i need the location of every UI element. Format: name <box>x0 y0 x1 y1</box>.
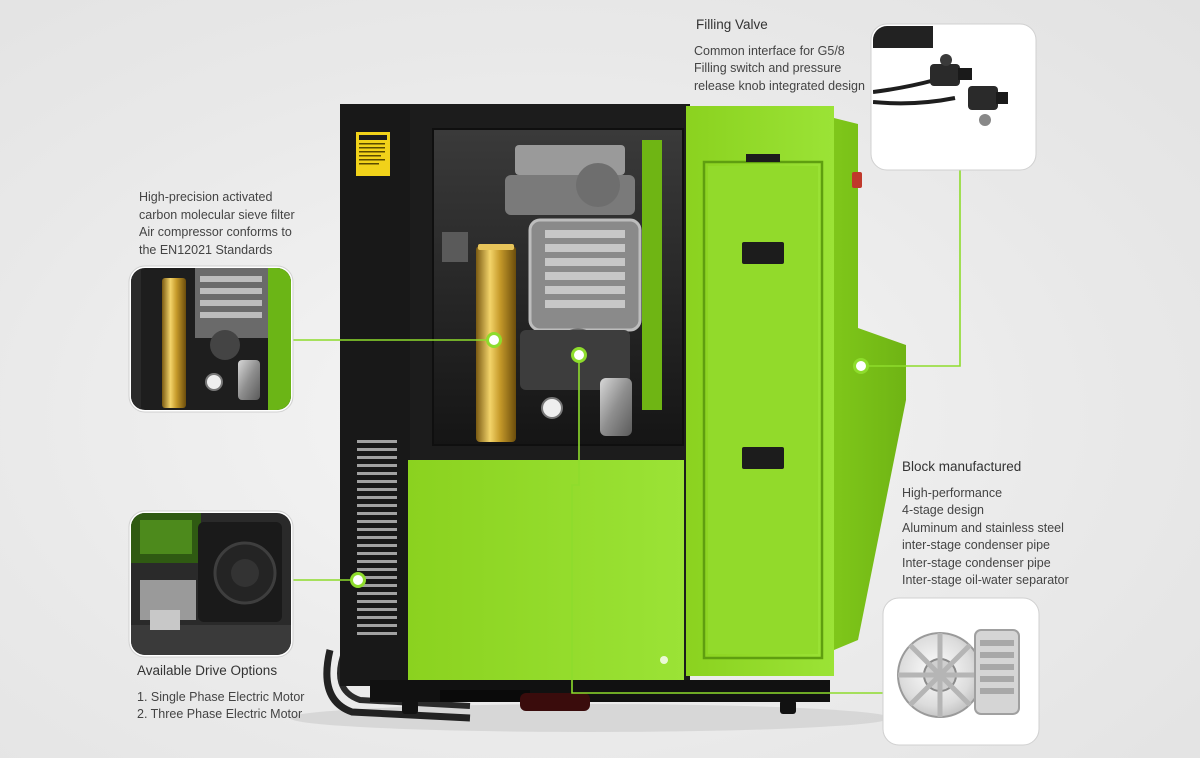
filter-line: Air compressor conforms to <box>139 225 292 239</box>
right-side-cabinet <box>686 106 906 676</box>
filter-closeup-inset <box>128 265 294 413</box>
drive-option-item: 2. Three Phase Electric Motor <box>137 707 303 721</box>
filter-line: the EN12021 Standards <box>139 242 273 257</box>
callout-leader-lines <box>290 168 961 694</box>
block-line: 4-stage design <box>902 503 985 517</box>
block-line: Inter-stage oil-water separator <box>902 573 1069 587</box>
drive-options-heading: Available Drive Options <box>137 663 278 678</box>
filter-callout: High-precision activated carbon molecula… <box>139 189 295 259</box>
drive-options-callout: Available Drive Options 1. Single Phase … <box>137 662 304 724</box>
filling-valve-line: release knob integrated design <box>694 78 865 93</box>
callout-marker-icon <box>350 332 869 664</box>
filling-valve-heading: Filling Valve <box>696 17 768 32</box>
filter-line: High-precision activated <box>139 190 273 204</box>
filling-valve-line: Filling switch and pressure <box>694 61 842 75</box>
cabinet-vents <box>357 440 397 635</box>
block-heading: Block manufactured <box>902 459 1022 474</box>
block-line: Inter-stage condenser pipe <box>902 555 1051 570</box>
block-line: Aluminum and stainless steel <box>902 520 1064 535</box>
floor-shadow <box>290 704 890 732</box>
compressor-block-closeup-inset <box>882 597 1040 746</box>
cabinet-interior <box>432 128 684 446</box>
filling-valve-callout: Filling Valve Common interface for G5/8 … <box>694 16 865 95</box>
warning-label-icon <box>356 132 390 176</box>
base-hose <box>323 649 471 722</box>
block-callout: Block manufactured High-performance 4-st… <box>902 458 1069 590</box>
filling-valve-closeup-inset <box>870 23 1037 171</box>
drive-motor-closeup-inset <box>128 510 294 658</box>
filling-valve-line: Common interface for G5/8 <box>694 43 845 58</box>
block-line: High-performance <box>902 485 1003 500</box>
block-line: inter-stage condenser pipe <box>902 538 1051 552</box>
drive-option-item: 1. Single Phase Electric Motor <box>137 689 305 704</box>
filter-line: carbon molecular sieve filter <box>139 207 295 222</box>
lower-front-panel <box>408 460 684 680</box>
